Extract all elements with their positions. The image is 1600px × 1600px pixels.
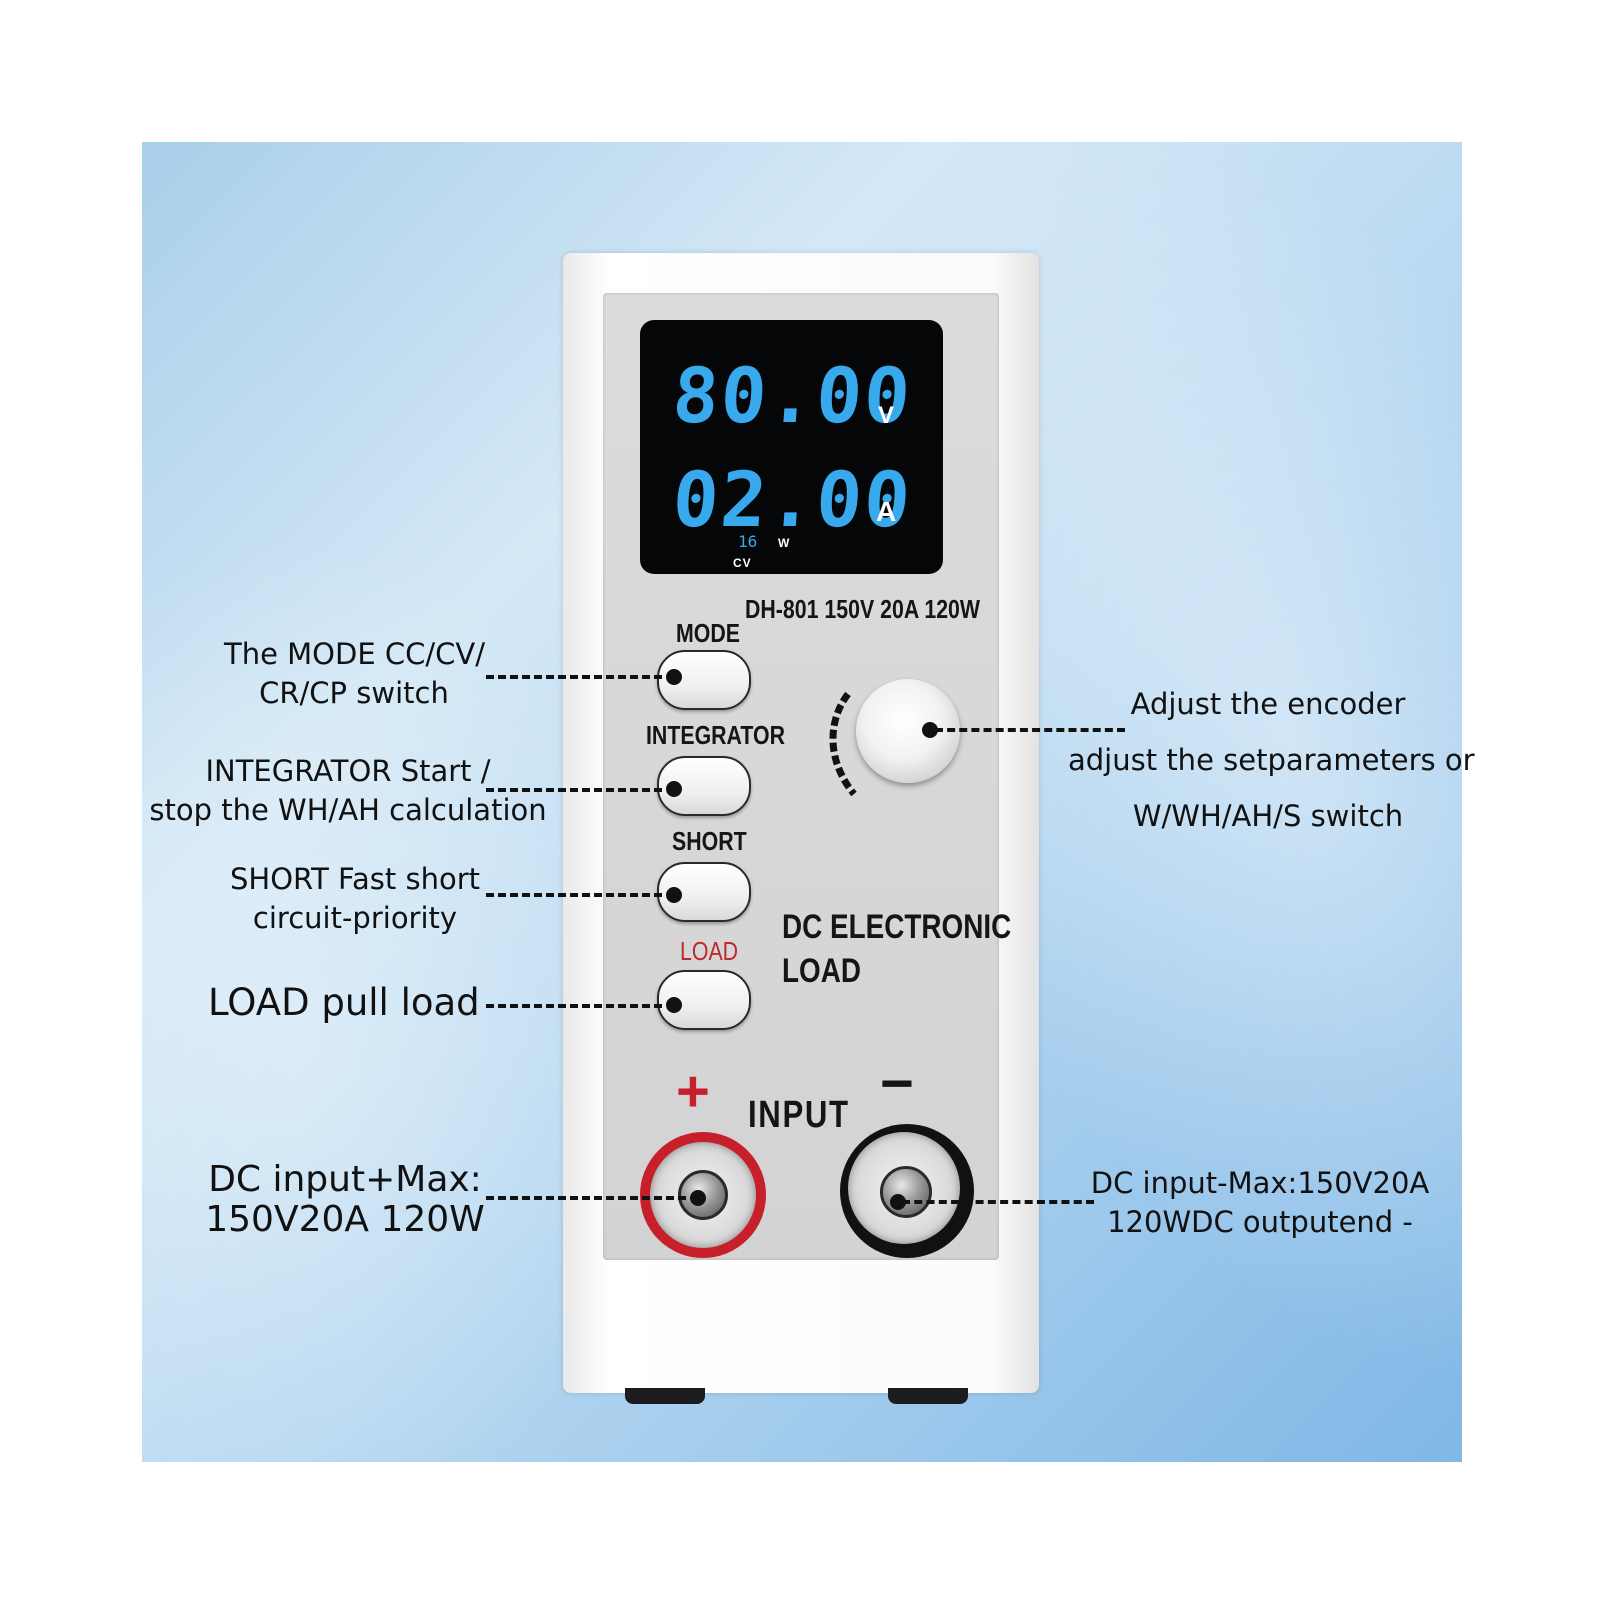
input-minus-callout-line1: DC input-Max:150V20A [1090,1166,1430,1200]
input-label: INPUT [748,1094,850,1136]
mode-callout-line2: CR/CP switch [259,676,449,711]
mode-indicator: CV [733,556,752,570]
short-callout-line2: circuit-priority [252,901,458,936]
integrator-callout-line1: INTEGRATOR Start / [205,754,491,788]
integrator-callout-line2: stop the WH/AH calculation [149,793,547,828]
input-plus-point [690,1190,706,1206]
encoder-callout-line2: adjust the setparameters or [1068,743,1475,777]
mode-label: MODE [676,618,740,648]
load-callout: LOAD pull load [208,981,480,1024]
load-point [666,997,682,1013]
encoder-callout: Adjust the encoder adjust the setparamet… [1068,676,1475,844]
input-minus-callout: DC input-Max:150V20A 120WDC outputend - [1080,1164,1440,1242]
panel-title-line2: LOAD [782,952,861,990]
input-plus-callout-line2: 150V20A 120W [205,1198,485,1240]
power-unit: W [778,536,791,550]
integrator-callout: INTEGRATOR Start / stop the WH/AH calcul… [148,752,548,830]
integrator-label: INTEGRATOR [646,720,785,750]
minus-symbol: − [880,1051,914,1116]
mode-callout-line1: The MODE CC/CV/ [224,637,485,671]
voltage-unit: V [878,402,895,429]
input-plus-callout: DC input+Max: 150V20A 120W [202,1160,488,1239]
current-unit: A [876,496,897,527]
device-foot-right [888,1388,968,1404]
power-readout: 16 [738,532,758,551]
integrator-button[interactable] [657,756,751,816]
short-callout-line1: SHORT Fast short [230,862,481,896]
lcd-display [640,320,943,574]
negative-terminal-post [880,1166,932,1218]
input-plus-callout-line1: DC input+Max: [208,1159,482,1200]
model-label: DH-801 150V 20A 120W [745,594,981,624]
mode-point [666,669,682,685]
short-point [666,887,682,903]
encoder-callout-line1: Adjust the encoder [1130,687,1406,721]
plus-symbol: + [676,1059,710,1124]
mode-leader-line [486,675,662,679]
encoder-point [922,722,938,738]
device-foot-left [625,1388,705,1404]
load-leader-line [486,1004,662,1008]
input-plus-leader-line [486,1196,686,1200]
panel-title-line1: DC ELECTRONIC [782,908,1012,946]
input-minus-leader-line [902,1200,1094,1204]
integrator-point [666,781,682,797]
short-callout: SHORT Fast short circuit-priority [230,860,480,938]
short-leader-line [486,893,662,897]
encoder-leader-line [935,728,1125,732]
integrator-leader-line [486,788,662,792]
mode-callout: The MODE CC/CV/ CR/CP switch [224,635,485,713]
short-label: SHORT [672,826,747,856]
input-minus-callout-line2: 120WDC outputend - [1107,1205,1413,1240]
encoder-arc-icon [829,691,857,797]
load-label: LOAD [680,936,739,966]
encoder-callout-line3: W/WH/AH/S switch [1132,799,1404,833]
input-minus-point [890,1194,906,1210]
